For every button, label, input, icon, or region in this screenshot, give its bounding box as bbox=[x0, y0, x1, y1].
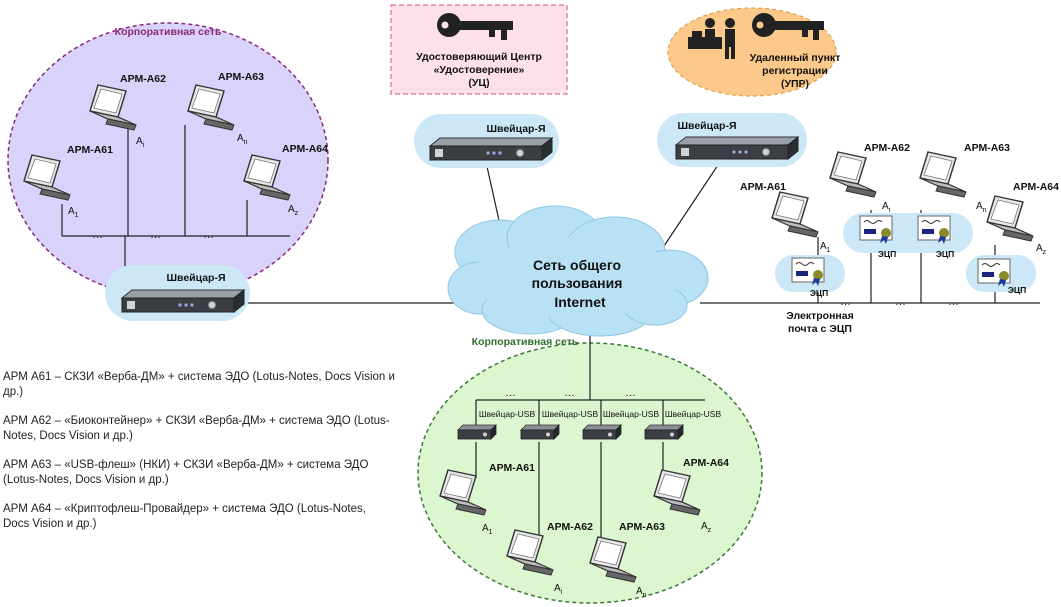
uc-line2: «Удостоверение» bbox=[434, 64, 525, 76]
legend-item-a64: АРМ А64 – «Криптофлеш-Провайдер» + систе… bbox=[3, 503, 366, 530]
left-arm-a64: АРМ-А64 Az bbox=[243, 143, 328, 217]
bottom-arm-a61: АРМ-А61 A1 bbox=[439, 462, 535, 536]
svg-text:Швейцар-USB: Швейцар-USB bbox=[479, 409, 536, 419]
svg-text:АРМ-А61: АРМ-А61 bbox=[67, 144, 113, 156]
switch-top-center: Швейцар-Я bbox=[414, 114, 559, 168]
key-icon bbox=[752, 13, 824, 40]
svg-text:пользования: пользования bbox=[532, 275, 623, 291]
svg-text:An: An bbox=[976, 201, 987, 214]
usb-switch-3: Швейцар-USB bbox=[582, 409, 660, 440]
registration-desk-icon bbox=[688, 18, 735, 59]
svg-text:…: … bbox=[625, 387, 636, 399]
svg-text:АРМ-А61: АРМ-А61 bbox=[740, 181, 786, 193]
email-ecp-line1: Электронная bbox=[786, 310, 853, 322]
usb-switch-2: Швейцар-USB bbox=[520, 409, 599, 440]
switch-top-right: Швейцар-Я bbox=[657, 113, 807, 167]
svg-text:A1: A1 bbox=[68, 206, 79, 219]
svg-text:An: An bbox=[636, 586, 647, 599]
svg-text:АРМ-А64: АРМ-А64 bbox=[1013, 181, 1059, 193]
svg-text:Швейцар-Я: Швейцар-Я bbox=[486, 123, 545, 135]
uc-line3: (УЦ) bbox=[468, 77, 489, 89]
svg-text:…: … bbox=[840, 296, 851, 308]
svg-text:…: … bbox=[505, 387, 516, 399]
svg-text:ЭЦП: ЭЦП bbox=[936, 249, 954, 259]
svg-text:АРМ-А63: АРМ-А63 bbox=[218, 71, 264, 83]
svg-text:Az: Az bbox=[1036, 243, 1047, 256]
usb-switch-1: Швейцар-USB bbox=[457, 409, 536, 440]
svg-text:A1: A1 bbox=[482, 523, 493, 536]
svg-text:АРМ-А62: АРМ-А62 bbox=[864, 142, 910, 154]
svg-text:Ai: Ai bbox=[882, 201, 891, 214]
svg-text:Швейцар-Я: Швейцар-Я bbox=[677, 120, 736, 132]
svg-text:АРМ-А64: АРМ-А64 bbox=[282, 143, 328, 155]
svg-text:ЭЦП: ЭЦП bbox=[1008, 285, 1026, 295]
upr-line1: Удаленный пункт bbox=[750, 52, 841, 64]
svg-text:…: … bbox=[564, 387, 575, 399]
left-arm-a62: АРМ-А62 Ai bbox=[89, 73, 166, 149]
svg-text:Ai: Ai bbox=[136, 136, 145, 149]
right-arm-a61: АРМ-А61 A1 ЭЦП bbox=[740, 181, 845, 298]
bottom-arm-a63: АРМ-А63 An bbox=[589, 521, 665, 599]
usb-switch-4: Швейцар-USB bbox=[644, 409, 722, 440]
connection-lines bbox=[61, 125, 1040, 550]
svg-text:…: … bbox=[203, 229, 214, 241]
legend: АРМ А61 – СКЗИ «Верба-ДМ» + система ЭДО … bbox=[3, 370, 395, 546]
svg-text:…: … bbox=[895, 296, 906, 308]
legend-item-a61: АРМ А61 – СКЗИ «Верба-ДМ» + система ЭДО … bbox=[3, 371, 395, 398]
svg-text:Az: Az bbox=[288, 204, 299, 217]
svg-text:Ai: Ai bbox=[554, 583, 563, 596]
left-arm-a61: АРМ-А61 A1 bbox=[23, 144, 113, 219]
svg-text:…: … bbox=[150, 229, 161, 241]
svg-text:ЭЦП: ЭЦП bbox=[878, 249, 896, 259]
uc-line1: Удостоверяющий Центр bbox=[416, 51, 542, 63]
right-arm-a63: АРМ-А63 An ЭЦП bbox=[917, 142, 1010, 259]
svg-text:АРМ-А61: АРМ-А61 bbox=[489, 462, 535, 474]
svg-text:A1: A1 bbox=[820, 241, 831, 254]
svg-text:…: … bbox=[948, 296, 959, 308]
svg-text:Сеть общего: Сеть общего bbox=[533, 257, 621, 273]
svg-text:An: An bbox=[237, 133, 248, 146]
svg-text:АРМ-А63: АРМ-А63 bbox=[964, 142, 1010, 154]
svg-text:АРМ-А62: АРМ-А62 bbox=[120, 73, 166, 85]
legend-item-a63: АРМ А63 – «USB-флеш» (НКИ) + СКЗИ «Верба… bbox=[3, 459, 369, 486]
corp-network-bottom-label: Корпоративная сеть bbox=[472, 336, 579, 348]
bottom-arm-a62: АРМ-А62 Ai bbox=[506, 521, 593, 596]
svg-text:Швейцар-USB: Швейцар-USB bbox=[603, 409, 660, 419]
bottom-arm-a64: АРМ-А64 Az bbox=[653, 457, 729, 534]
internet-cloud: Сеть общего пользования Internet bbox=[447, 205, 709, 337]
svg-text:Internet: Internet bbox=[554, 294, 606, 310]
legend-item-a62: АРМ А62 – «Биоконтейнер» + СКЗИ «Верба-Д… bbox=[3, 415, 390, 442]
svg-text:Швейцар-USB: Швейцар-USB bbox=[665, 409, 722, 419]
svg-text:Швейцар-USB: Швейцар-USB bbox=[542, 409, 599, 419]
connection-dots: … … … … … … … … … bbox=[92, 229, 959, 399]
svg-text:ЭЦП: ЭЦП bbox=[810, 288, 828, 298]
certification-center-box bbox=[390, 4, 568, 95]
svg-text:Az: Az bbox=[701, 521, 712, 534]
svg-text:…: … bbox=[92, 229, 103, 241]
svg-text:АРМ-А63: АРМ-А63 bbox=[619, 521, 665, 533]
svg-text:Швейцар-Я: Швейцар-Я bbox=[166, 272, 225, 284]
svg-text:АРМ-А62: АРМ-А62 bbox=[547, 521, 593, 533]
email-ecp-line2: почта с ЭЦП bbox=[788, 323, 852, 335]
svg-text:АРМ-А64: АРМ-А64 bbox=[683, 457, 729, 469]
right-arm-a64: АРМ-А64 Az ЭЦП bbox=[966, 181, 1059, 295]
switch-left: Швейцар-Я bbox=[105, 265, 250, 321]
left-arm-a63: АРМ-А63 An bbox=[187, 71, 264, 146]
key-icon bbox=[437, 13, 513, 40]
upr-line3: (УПР) bbox=[781, 78, 809, 90]
corp-network-left-label: Корпоративная сеть bbox=[115, 26, 222, 38]
upr-line2: регистрации bbox=[762, 65, 828, 77]
